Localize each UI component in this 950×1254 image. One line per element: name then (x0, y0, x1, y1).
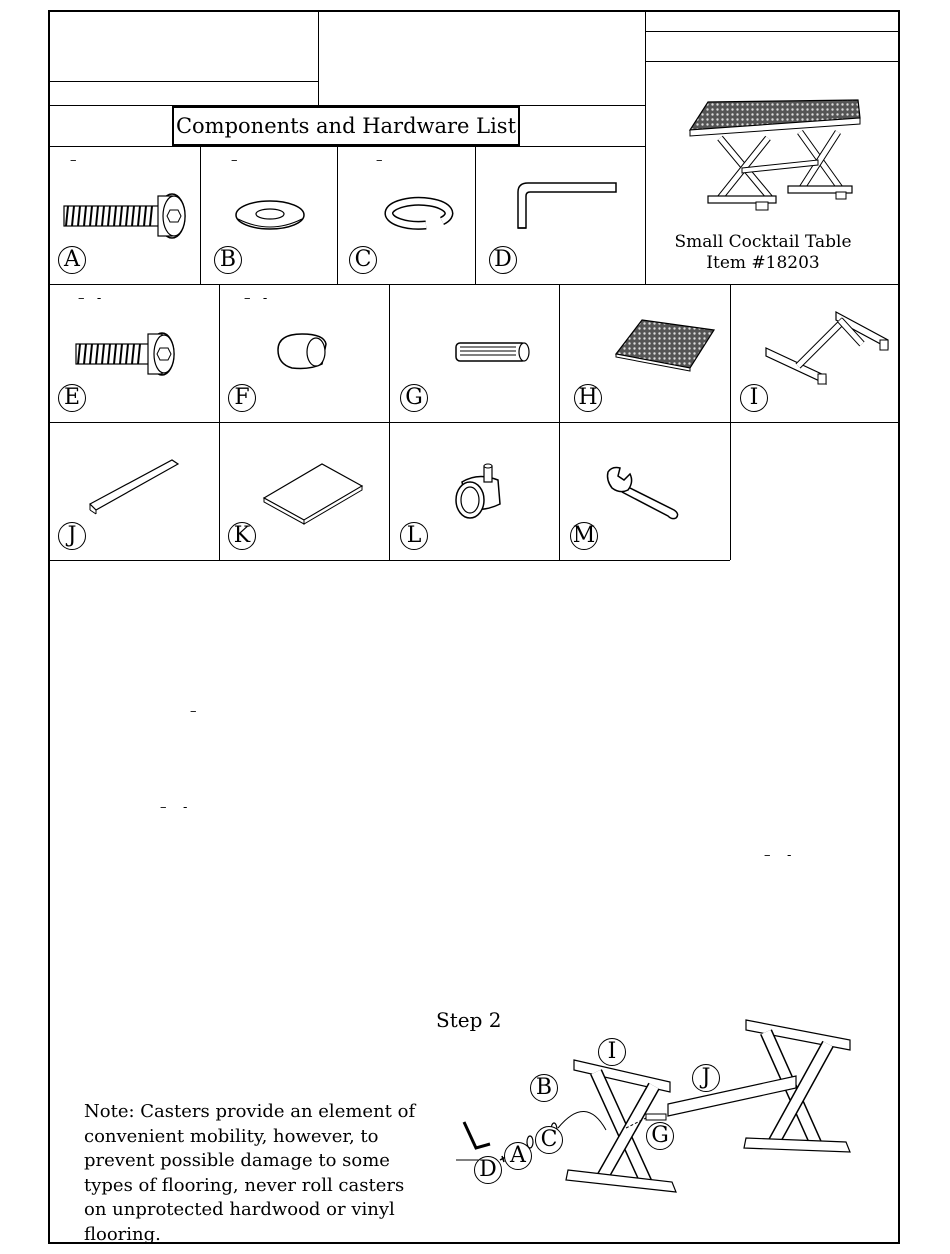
grid-line (219, 284, 220, 560)
grid-line (389, 284, 390, 560)
header-divider (645, 61, 900, 62)
x-leg-frame-icon (765, 310, 889, 385)
grid-line (645, 10, 646, 284)
part-label-d: D (489, 246, 517, 274)
mesh-panel-icon (614, 319, 716, 372)
grid-line (730, 284, 731, 560)
header-divider (645, 31, 900, 32)
header-divider (318, 10, 319, 105)
caster-note: Note: Casters provide an element of conv… (84, 1101, 416, 1245)
plug-icon (277, 333, 327, 370)
caster-icon (455, 463, 501, 519)
cocktail-table-icon (688, 99, 861, 211)
product-caption: Small Cocktail Table Item #18203 (660, 232, 866, 274)
grid-line (337, 146, 338, 284)
part-label-m: M (570, 522, 598, 550)
callout-j: J (692, 1064, 720, 1092)
part-label-g: G (400, 384, 428, 412)
grid-line (475, 146, 476, 284)
page-frame (48, 10, 900, 1244)
part-label-h: H (574, 384, 602, 412)
part-label-a: A (58, 246, 86, 274)
callout-g: G (646, 1122, 674, 1150)
instruction-mark: – (190, 704, 197, 719)
step-2-assembly-diagram (456, 1019, 851, 1193)
callout-c: C (535, 1126, 563, 1154)
bolt-long-icon (63, 193, 186, 239)
part-label-j: J (58, 522, 86, 550)
board-icon (262, 463, 364, 525)
part-label-c: C (349, 246, 377, 274)
grid-line (48, 146, 645, 147)
allen-key-icon (517, 182, 617, 229)
grid-line (48, 560, 730, 561)
flat-washer-icon (235, 200, 305, 230)
instruction-mark: – - (764, 848, 792, 863)
header-divider (48, 105, 645, 106)
callout-d: D (474, 1156, 502, 1184)
instruction-mark: – - (160, 800, 188, 815)
part-label-i: I (740, 384, 768, 412)
page-title: Components and Hardware List (172, 106, 520, 146)
callout-b: B (530, 1074, 558, 1102)
product-name: Small Cocktail Table (674, 232, 852, 252)
qty-mark: – (231, 153, 238, 168)
part-label-e: E (58, 384, 86, 412)
qty-mark: – - (78, 291, 102, 306)
part-label-l: L (400, 522, 428, 550)
header-divider (48, 81, 318, 82)
dowel-icon (455, 342, 530, 362)
grid-line (48, 284, 900, 285)
grid-line (48, 422, 900, 423)
lock-washer-icon (384, 196, 454, 230)
qty-mark: – (376, 153, 383, 168)
step-2-heading: Step 2 (436, 1008, 502, 1032)
part-label-f: F (228, 384, 256, 412)
grid-line (200, 146, 201, 284)
callout-i: I (598, 1038, 626, 1066)
qty-mark: – - (244, 291, 268, 306)
part-label-b: B (214, 246, 242, 274)
product-item-number: Item #18203 (706, 253, 820, 273)
part-label-k: K (228, 522, 256, 550)
stretcher-bar-icon (89, 459, 180, 515)
wrench-icon (606, 466, 679, 520)
grid-line (559, 284, 560, 560)
qty-mark: – (70, 153, 77, 168)
callout-a: A (504, 1142, 532, 1170)
bolt-short-icon (75, 332, 175, 376)
